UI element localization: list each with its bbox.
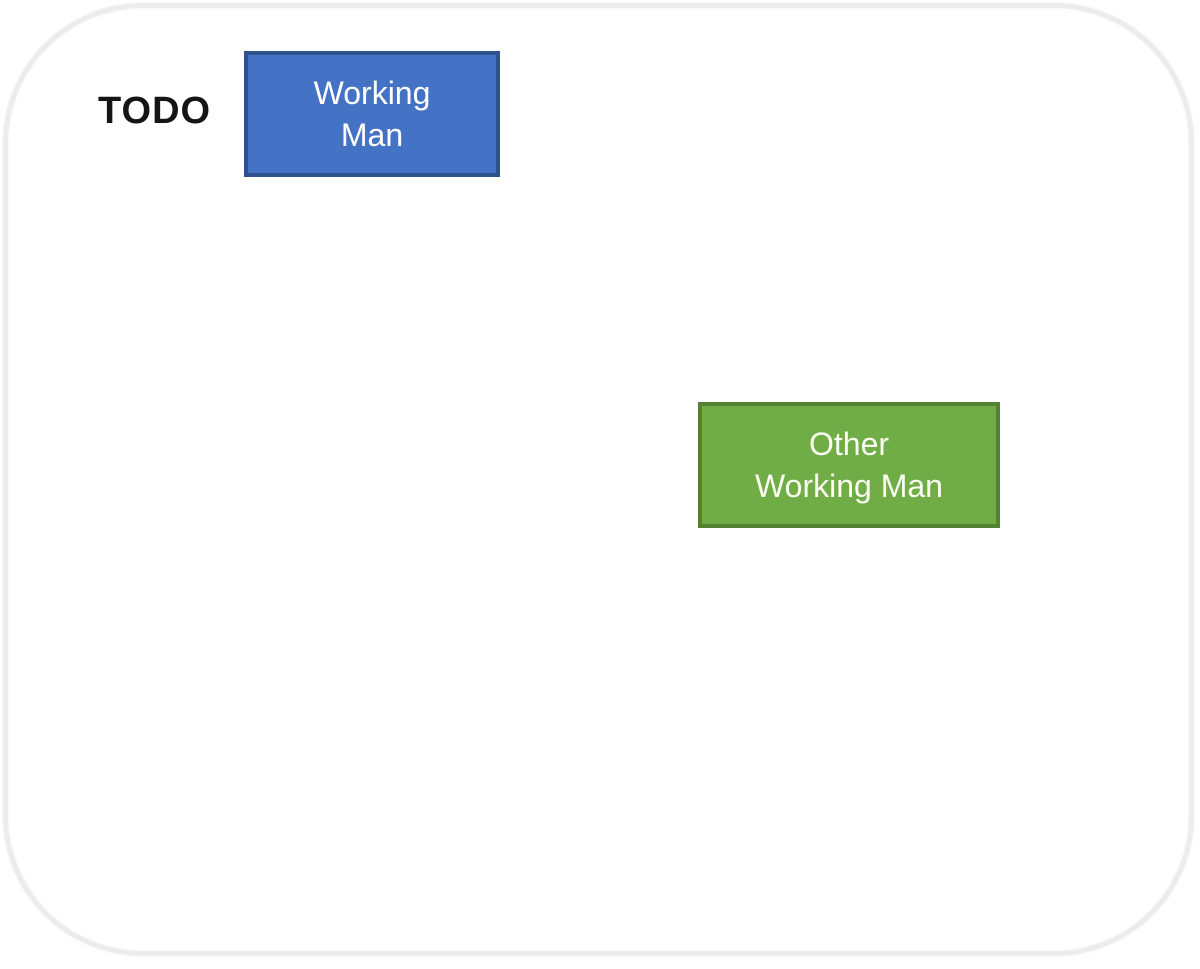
slide-rounded-frame <box>3 3 1194 956</box>
node-other-working-man[interactable]: Other Working Man <box>698 402 1000 528</box>
node-working-man-line-1: Working <box>313 75 431 111</box>
node-other-working-man-line-1: Other <box>808 426 890 462</box>
node-working-man[interactable]: Working Man <box>244 51 500 177</box>
node-other-working-man-line-2: Working Man <box>755 468 943 504</box>
todo-label: TODO <box>98 90 212 132</box>
node-working-man-line-2: Man <box>340 117 404 153</box>
